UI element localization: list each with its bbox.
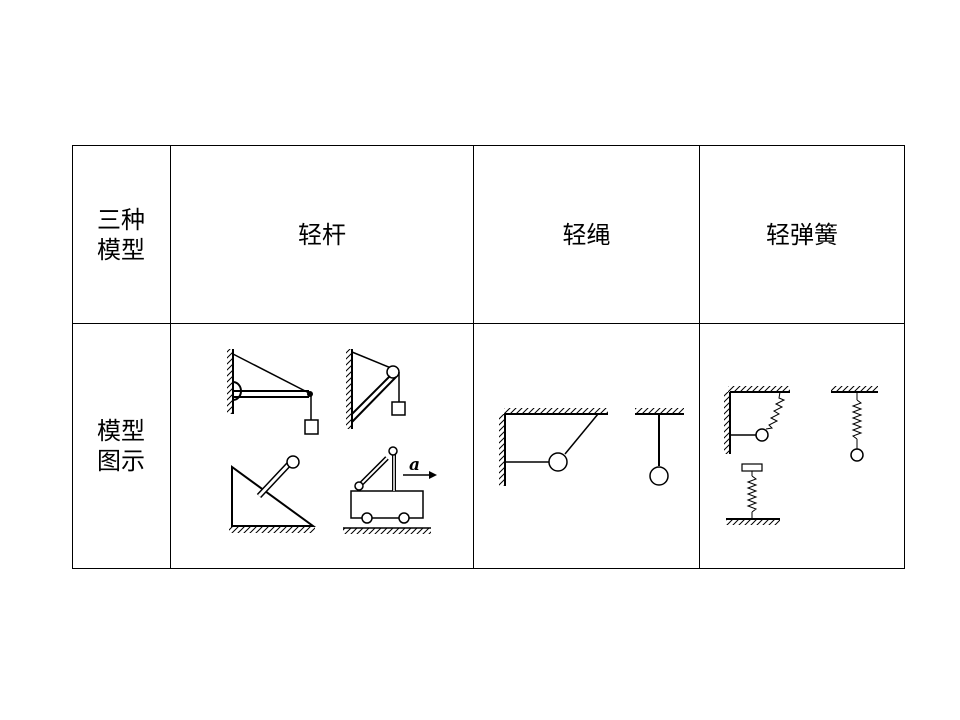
column-header-light-rod: 轻杆	[170, 145, 474, 324]
corner-header-cell: 三种 模型	[72, 145, 171, 324]
figure-row: 模型 图示	[72, 323, 905, 569]
corner-header-line-2: 模型	[97, 235, 145, 264]
header-row: 三种 模型 轻杆 轻绳 轻弹簧	[72, 145, 905, 324]
row-label-cell: 模型 图示	[72, 323, 171, 569]
rod-figures: a	[227, 349, 437, 534]
rope-fig-hanging	[635, 408, 684, 486]
corner-header-line-1: 三种	[97, 205, 145, 234]
column-header-light-rope: 轻绳	[473, 145, 700, 324]
rod-fig-cart: a	[343, 446, 437, 534]
spring-fig-hanging	[831, 386, 878, 462]
rod-fig-pulley	[346, 349, 406, 429]
row-label-line-1: 模型	[97, 417, 145, 445]
rod-fig-incline	[229, 455, 317, 533]
acceleration-label: a	[409, 455, 420, 475]
spring-fig-corner	[724, 386, 790, 454]
spring-figures-cell	[699, 323, 905, 569]
model-comparison-table: 三种 模型 轻杆 轻绳 轻弹簧 模型 图示	[72, 145, 905, 569]
rod-fig-wall-hinge	[227, 349, 319, 435]
rod-figures-cell: a	[170, 323, 474, 569]
rope-figures	[499, 408, 684, 486]
spring-fig-floor	[726, 463, 780, 525]
row-label-line-2: 图示	[97, 447, 145, 475]
spring-figures	[724, 386, 878, 525]
rope-figures-cell	[473, 323, 700, 569]
column-header-light-spring: 轻弹簧	[699, 145, 905, 324]
rope-fig-corner	[499, 408, 608, 486]
